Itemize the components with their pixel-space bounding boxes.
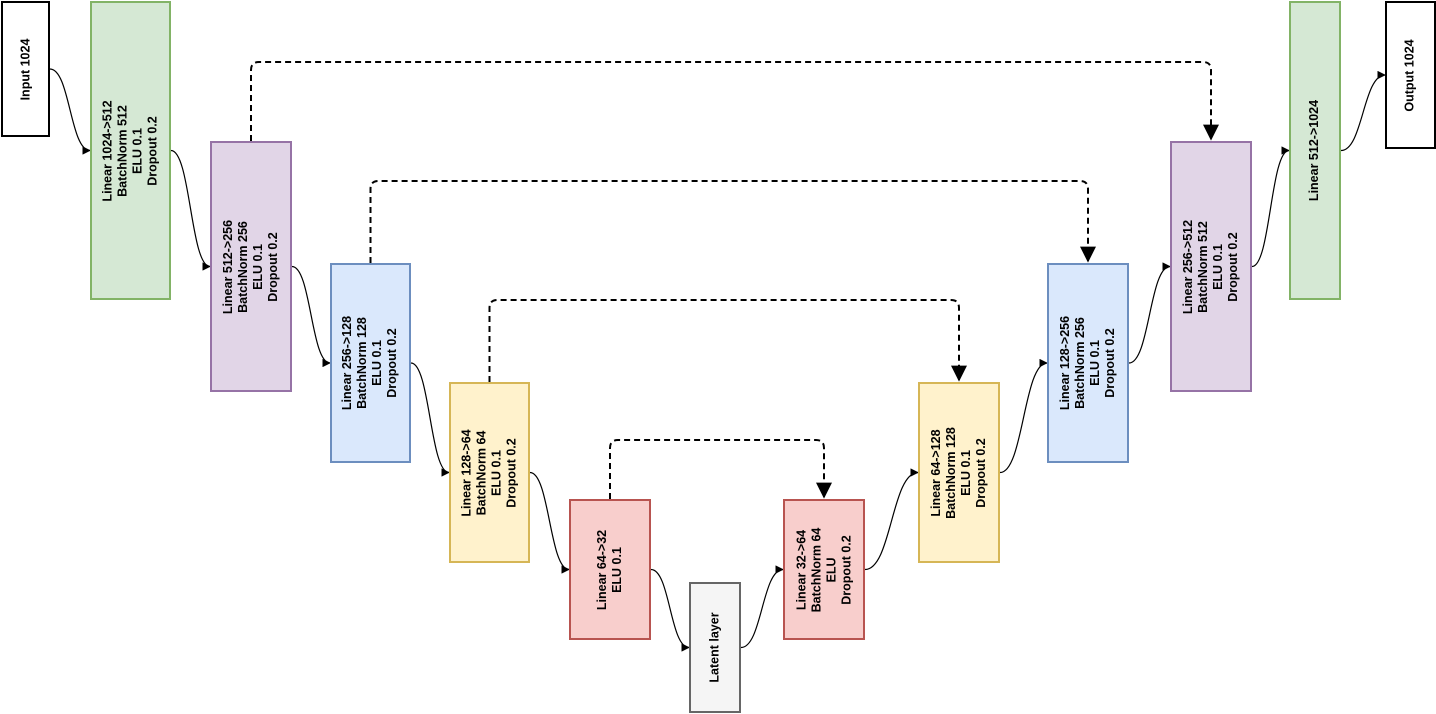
label-line: Linear 64->32 (595, 529, 610, 610)
node-decoder-5-label: Linear 512->1024 (1308, 100, 1323, 201)
label-line: BatchNorm 256 (1073, 317, 1088, 409)
node-output-label: Output 1024 (1403, 39, 1418, 111)
node-decoder-3: Linear 128->256 BatchNorm 256 ELU 0.1 Dr… (1047, 263, 1129, 463)
label-line: ELU 0.1 (610, 546, 625, 593)
node-encoder-2: Linear 512->256 BatchNorm 256 ELU 0.1 Dr… (210, 141, 292, 392)
node-encoder-3: Linear 256->128 BatchNorm 128 ELU 0.1 Dr… (330, 263, 411, 463)
label-line: ELU 0.1 (1211, 243, 1226, 290)
node-decoder-4: Linear 256->512 BatchNorm 512 ELU 0.1 Dr… (1170, 141, 1252, 392)
node-encoder-1: Linear 1024->512 BatchNorm 512 ELU 0.1 D… (90, 1, 171, 300)
label-line: Output 1024 (1403, 38, 1417, 112)
label-line: Latent layer (707, 612, 722, 683)
node-input: Input 1024 (1, 1, 50, 137)
label-line: Dropout 0.2 (145, 115, 160, 186)
flow-arrow-enc4-to-enc5 (529, 471, 570, 574)
label-line: Linear 128->64 (459, 428, 474, 517)
label-line: BatchNorm 512 (1196, 220, 1211, 313)
node-encoder-1-label: Linear 1024->512 BatchNorm 512 ELU 0.1 D… (101, 100, 161, 201)
label-line: Linear 128->256 (1058, 315, 1073, 411)
skip-connection-enc4-to-dec2 (488, 299, 967, 382)
label-line: ELU 0.1 (251, 243, 266, 290)
label-line: Dropout 0.2 (974, 437, 989, 508)
node-output: Output 1024 (1385, 1, 1436, 149)
label-line: BatchNorm 512 (115, 104, 130, 197)
node-encoder-4-label: Linear 128->64 BatchNorm 64 ELU 0.1 Drop… (460, 429, 520, 516)
label-line: ELU 0.1 (959, 449, 974, 496)
label-line: BatchNorm 64 (474, 430, 489, 515)
label-line: Linear 256->512 (1181, 219, 1196, 314)
label-line: ELU 0.1 (130, 127, 145, 174)
node-encoder-5: Linear 64->32 ELU 0.1 (569, 499, 651, 640)
node-decoder-2: Linear 64->128 BatchNorm 128 ELU 0.1 Dro… (918, 382, 1000, 563)
label-line: BatchNorm 128 (944, 426, 959, 519)
flow-arrow-dec1-to-dec2 (864, 468, 919, 571)
label-line: Input 1024 (18, 38, 33, 100)
skip-connection-enc5-to-dec1 (609, 439, 832, 499)
node-encoder-2-label: Linear 512->256 BatchNorm 256 ELU 0.1 Dr… (221, 219, 281, 313)
label-line: ELU 0.1 (489, 449, 504, 496)
flow-arrow-latent-to-dec1 (740, 565, 784, 649)
label-line: ELU 0.1 (1088, 340, 1103, 386)
label-line: Linear 64->128 (929, 428, 944, 517)
label-line: Linear 512->1024 (1307, 99, 1322, 202)
label-line: Dropout 0.2 (266, 231, 281, 302)
flow-arrow-input-to-enc1 (49, 68, 91, 155)
flow-arrow-dec4-to-dec5 (1251, 146, 1290, 268)
skip-connection-enc2-to-dec4 (250, 61, 1219, 141)
label-line: Dropout 0.2 (385, 328, 400, 398)
node-encoder-3-label: Linear 256->128 BatchNorm 128 ELU 0.1 Dr… (341, 316, 401, 410)
node-decoder-4-label: Linear 256->512 BatchNorm 512 ELU 0.1 Dr… (1181, 219, 1241, 313)
label-line: Linear 32->64 (794, 529, 808, 610)
label-line: BatchNorm 256 (236, 220, 251, 313)
node-latent-label: Latent layer (708, 612, 723, 682)
flow-arrow-enc2-to-enc3 (291, 265, 331, 368)
node-decoder-2-label: Linear 64->128 BatchNorm 128 ELU 0.1 Dro… (929, 427, 989, 519)
label-line: Linear 256->128 (340, 315, 355, 411)
label-line: Dropout 0.2 (1226, 231, 1241, 302)
node-input-label: Input 1024 (18, 38, 33, 100)
flow-arrow-enc1-to-enc2 (170, 149, 211, 271)
label-line: Dropout 0.2 (1103, 328, 1118, 398)
node-decoder-3-label: Linear 128->256 BatchNorm 256 ELU 0.1 Dr… (1058, 316, 1118, 410)
node-encoder-4: Linear 128->64 BatchNorm 64 ELU 0.1 Drop… (449, 382, 530, 563)
node-decoder-1: Linear 32->64 BatchNorm 64 ELU Dropout 0… (783, 499, 865, 640)
skip-connection-enc3-to-dec3 (369, 180, 1096, 263)
flow-arrow-dec5-to-output (1340, 70, 1386, 152)
label-line: ELU (824, 557, 838, 582)
label-line: Linear 1024->512 (100, 99, 115, 202)
node-encoder-5-label: Linear 64->32 ELU 0.1 (595, 529, 625, 609)
flow-arrow-dec2-to-dec3 (999, 358, 1048, 474)
label-line: Dropout 0.2 (839, 534, 853, 605)
flow-arrow-enc3-to-enc4 (410, 362, 450, 477)
node-decoder-5: Linear 512->1024 (1289, 1, 1341, 300)
label-line: Linear 512->256 (221, 219, 236, 314)
label-line: BatchNorm 64 (809, 527, 823, 612)
label-line: BatchNorm 128 (355, 317, 370, 409)
node-latent: Latent layer (689, 582, 741, 713)
label-line: ELU 0.1 (370, 340, 385, 386)
flow-arrow-enc5-to-latent (650, 568, 690, 652)
node-decoder-1-label: Linear 32->64 BatchNorm 64 ELU Dropout 0… (794, 527, 854, 612)
label-line: Dropout 0.2 (504, 437, 519, 508)
flow-arrow-dec3-to-dec4 (1128, 262, 1171, 364)
